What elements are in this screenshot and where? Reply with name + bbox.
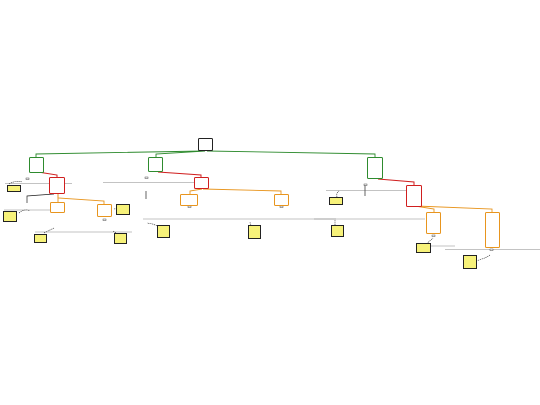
- note-link-11: [475, 254, 491, 262]
- node-branch-5[interactable]: [426, 212, 441, 234]
- critical-connectors: [37, 171, 415, 185]
- edge-mid-red: [157, 171, 202, 177]
- edge-mid-orange: [189, 188, 203, 194]
- node-left[interactable]: [29, 157, 44, 173]
- node-right[interactable]: [367, 157, 383, 179]
- note-4[interactable]: [116, 204, 130, 215]
- branch-connectors: [57, 188, 493, 212]
- note-link-6: [146, 222, 163, 230]
- edge-root-mid: [155, 150, 206, 157]
- edge-root-right: [206, 150, 376, 157]
- note-11[interactable]: [463, 255, 477, 269]
- edge-right-orange: [414, 205, 435, 212]
- note-link-9: [336, 190, 340, 198]
- note-3[interactable]: [34, 234, 47, 243]
- note-10[interactable]: [416, 243, 431, 253]
- edge-label-lines: [4, 182, 540, 250]
- note-link-3: [43, 227, 55, 234]
- edge-mid-orange-b: [202, 188, 282, 194]
- note-link-2: [18, 209, 31, 214]
- node-right-critical[interactable]: [406, 185, 422, 207]
- node-branch-2[interactable]: [97, 204, 112, 217]
- edge-root-left: [35, 150, 205, 157]
- note-7[interactable]: [248, 225, 261, 239]
- plain-connectors: [26, 184, 366, 203]
- note-9[interactable]: [329, 197, 343, 205]
- node-branch-1[interactable]: [50, 202, 65, 213]
- note-6[interactable]: [157, 225, 170, 238]
- node-mid[interactable]: [148, 157, 163, 172]
- level1-connectors: [35, 150, 376, 157]
- edge-right-orange-b: [415, 205, 493, 212]
- node-left-critical[interactable]: [49, 177, 65, 194]
- note-8[interactable]: [331, 225, 344, 237]
- note-5[interactable]: [114, 233, 127, 244]
- node-branch-4[interactable]: [274, 194, 289, 206]
- node-mid-critical[interactable]: [194, 177, 209, 189]
- note-2[interactable]: [3, 211, 17, 222]
- edge-left-black: [26, 193, 55, 203]
- root-node[interactable]: [198, 138, 213, 151]
- note-1[interactable]: [7, 185, 21, 192]
- node-branch-6[interactable]: [485, 212, 500, 248]
- node-branch-3[interactable]: [180, 194, 198, 206]
- edge-left-red: [37, 171, 58, 177]
- edge-right-red: [377, 178, 415, 185]
